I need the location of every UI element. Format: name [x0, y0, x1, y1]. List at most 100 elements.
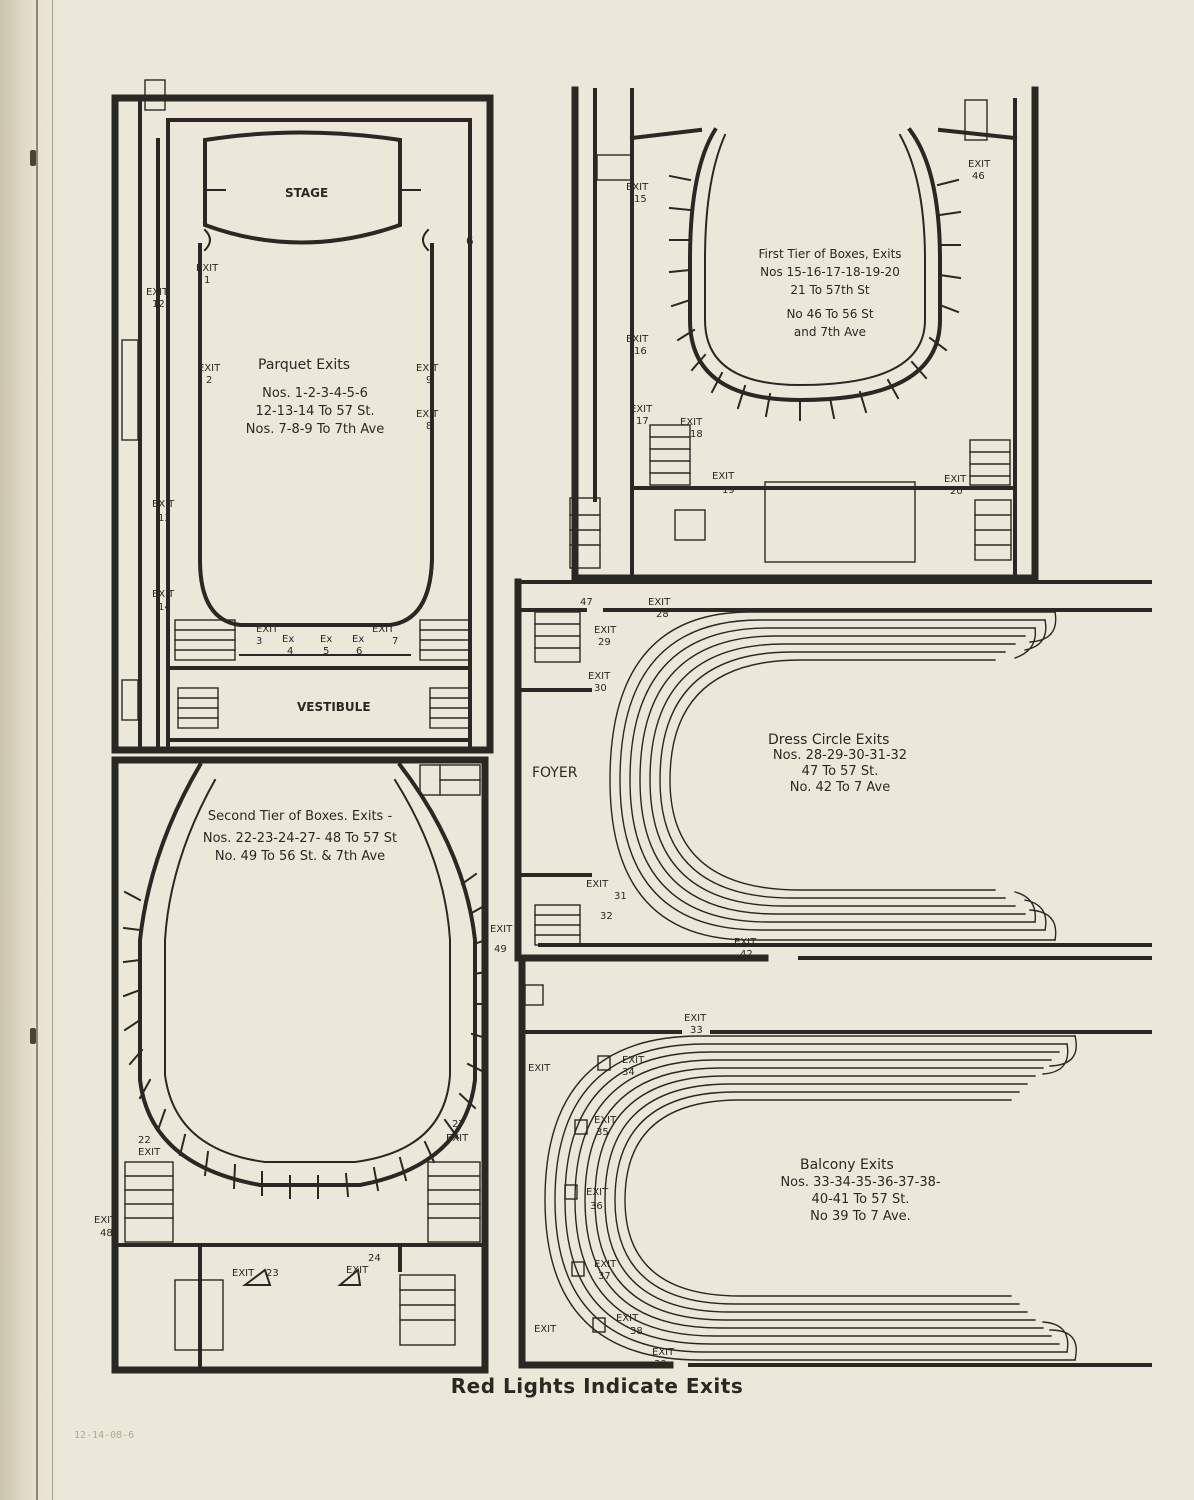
second-tier-box-dividers — [122, 872, 488, 1199]
exit-word: EXIT — [626, 182, 649, 193]
foyer-label: FOYER — [532, 765, 578, 781]
exit-word: EXIT — [626, 334, 649, 345]
stage-label: STAGE — [285, 186, 329, 200]
exit-number-39: 39 — [654, 1359, 667, 1370]
balcony-line-3: No 39 To 7 Ave. — [810, 1209, 911, 1224]
exit-number-28: 28 — [656, 609, 669, 620]
dress-circle-tiers — [609, 611, 1057, 941]
exit-number-30: 30 — [594, 683, 607, 694]
second-tier-plan — [111, 756, 489, 1374]
exit-number-48: 48 — [100, 1228, 113, 1239]
exit-word: EXIT — [152, 589, 175, 600]
exit-word: EXIT — [712, 471, 735, 482]
exit-number-4: 4 — [287, 646, 294, 657]
first-tier-text: First Tier of Boxes, Exits Nos 15-16-17-… — [735, 245, 925, 341]
exit-number-1: 1 — [204, 275, 211, 286]
exit-number-37: 37 — [598, 1271, 611, 1282]
parquet-line-3: Nos. 7-8-9 To 7th Ave — [245, 422, 385, 437]
exit-number-6: 6 — [356, 646, 363, 657]
exit-word: EXIT — [528, 1063, 551, 1074]
exit-word: EXIT — [586, 1187, 609, 1198]
second-tier-text: Second Tier of Boxes. Exits - Nos. 22-23… — [160, 808, 440, 866]
parquet-exits-title: Parquet Exits — [258, 357, 351, 373]
vestibule-label: VESTIBULE — [297, 700, 371, 714]
dress-circle-line-2: 47 To 57 St. — [801, 764, 879, 779]
binding-fold — [36, 0, 38, 1500]
second-tier-line-2: No. 49 To 56 St. & 7th Ave — [214, 849, 386, 864]
exit-number-18: 18 — [690, 429, 703, 440]
balcony-line-2: 40-41 To 57 St. — [811, 1192, 910, 1207]
exit-word: EXIT — [534, 1324, 557, 1335]
exit-number-9: 9 — [426, 375, 433, 386]
exit-number-7: 7 — [392, 636, 399, 647]
exit-word: EXIT — [680, 417, 703, 428]
exit-word: EXIT — [594, 1259, 617, 1270]
exit-number-47: 47 — [580, 597, 593, 608]
exit-number-38: 38 — [630, 1326, 643, 1337]
balcony-plan — [518, 961, 1152, 1369]
exit-word: EXIT — [256, 624, 279, 635]
exit-number-49: 49 — [494, 944, 507, 955]
page-binding — [0, 0, 60, 1500]
binding-edge — [52, 0, 53, 1500]
exit-word: EXIT — [588, 671, 611, 682]
exit-number-12: 12 — [152, 299, 165, 310]
first-tier-line-2: 21 To 57th St — [790, 283, 870, 297]
exit-number-46: 46 — [972, 171, 985, 182]
exit-word: EXIT — [684, 1013, 707, 1024]
exit-number-42: 42 — [740, 949, 753, 960]
parquet-line-2: 12-13-14 To 57 St. — [255, 404, 375, 419]
dress-circle-title: Dress Circle Exits — [768, 732, 890, 748]
exit-number-13: 13 — [158, 513, 171, 524]
exit-number-36: 36 — [590, 1201, 603, 1212]
archive-stamp: 12-14-08-6 — [74, 1430, 135, 1441]
exit-word: EXIT — [138, 1147, 161, 1158]
exit-word: EXIT — [622, 1055, 645, 1066]
first-tier-plan — [569, 86, 1039, 582]
balcony-tiers — [544, 1035, 1077, 1361]
exit-word: EXIT — [416, 409, 439, 420]
exit-number-24: 24 — [368, 1253, 381, 1264]
exit-number-23: 23 — [266, 1268, 279, 1279]
exit-word: EXIT — [586, 879, 609, 890]
ex-word: Ex — [352, 634, 365, 645]
exit-number-8: 8 — [426, 421, 433, 432]
exit-number-33: 33 — [690, 1025, 703, 1036]
exit-word: EXIT — [944, 474, 967, 485]
exit-word: EXIT — [594, 625, 617, 636]
exit-word: EXIT — [372, 624, 395, 635]
second-tier-line-1: Nos. 22-23-24-27- 48 To 57 St — [202, 831, 398, 846]
exit-number-5: 5 — [323, 646, 330, 657]
balcony-title: Balcony Exits — [800, 1157, 894, 1173]
exit-number-17: 17 — [636, 416, 649, 427]
ex-word: Ex — [282, 634, 295, 645]
ex-word: Ex — [320, 634, 333, 645]
exit-word: EXIT — [152, 499, 175, 510]
parquet-exits-text: Nos. 1-2-3-4-5-6 12-13-14 To 57 St. Nos.… — [220, 385, 410, 439]
parquet-line-1: Nos. 1-2-3-4-5-6 — [262, 386, 368, 401]
exit-word: EXIT — [652, 1347, 675, 1358]
exit-word: EXIT — [630, 404, 653, 415]
dress-circle-line-3: No. 42 To 7 Ave — [789, 780, 891, 795]
exit-number-27: 27 — [452, 1119, 465, 1130]
exit-word: EXIT — [648, 597, 671, 608]
exit-number-32: 32 — [600, 911, 613, 922]
exit-word: EXIT — [594, 1115, 617, 1126]
dress-circle-text: Nos. 28-29-30-31-32 47 To 57 St. No. 42 … — [740, 748, 940, 796]
exit-number-22: 22 — [138, 1135, 151, 1146]
exit-word: EXIT — [146, 287, 169, 298]
exit-number-3: 3 — [256, 636, 263, 647]
exit-number-20: 20 — [950, 486, 963, 497]
staple-icon — [30, 1028, 36, 1044]
staple-icon — [30, 150, 36, 166]
first-tier-line-1: Nos 15-16-17-18-19-20 — [760, 265, 900, 279]
dress-circle-plan — [514, 578, 1152, 962]
dress-circle-line-1: Nos. 28-29-30-31-32 — [772, 748, 908, 763]
second-tier-title: Second Tier of Boxes. Exits - — [207, 809, 393, 824]
exit-word: EXIT — [196, 263, 219, 274]
exit-number-19: 19 — [722, 485, 735, 496]
exit-number-14: 14 — [158, 602, 171, 613]
exit-number-29: 29 — [598, 637, 611, 648]
